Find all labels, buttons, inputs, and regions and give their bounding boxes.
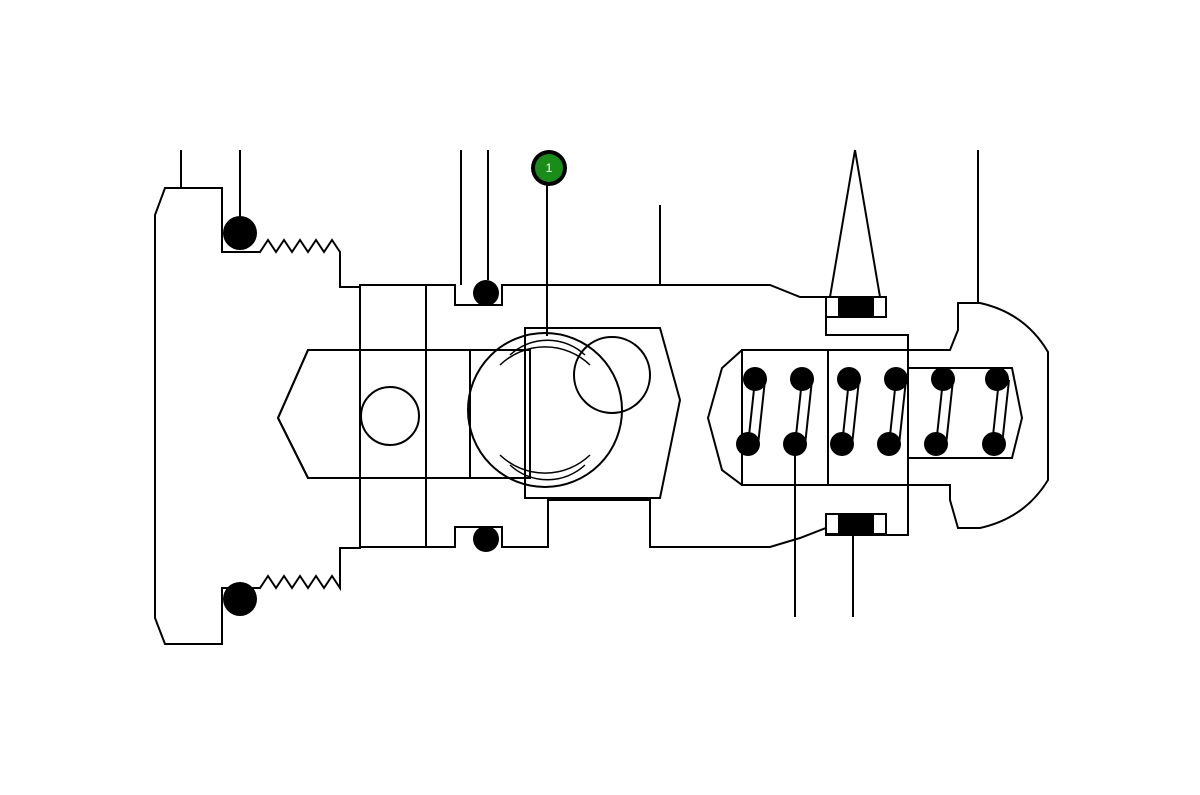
- compression-spring: [736, 367, 1010, 456]
- small-ball: [573, 336, 651, 414]
- callout-number: 1: [546, 161, 553, 175]
- seal-top-right: [825, 296, 887, 318]
- right-end-cap: [907, 302, 1049, 529]
- o-ring-top-center: [473, 280, 499, 306]
- o-ring-top-left: [223, 216, 257, 250]
- central-body: [359, 284, 909, 548]
- o-ring-bottom-left: [223, 582, 257, 616]
- callout-marker-1[interactable]: 1: [531, 150, 567, 186]
- check-ball: [467, 332, 623, 488]
- inner-piston: [276, 349, 531, 479]
- seal-bottom-right: [825, 513, 887, 535]
- o-ring-bottom-center: [473, 526, 499, 552]
- leader-lines: [180, 149, 979, 617]
- piston-port-hole: [360, 386, 420, 446]
- spring-housing: [741, 349, 909, 486]
- left-fitting-body: [154, 187, 361, 645]
